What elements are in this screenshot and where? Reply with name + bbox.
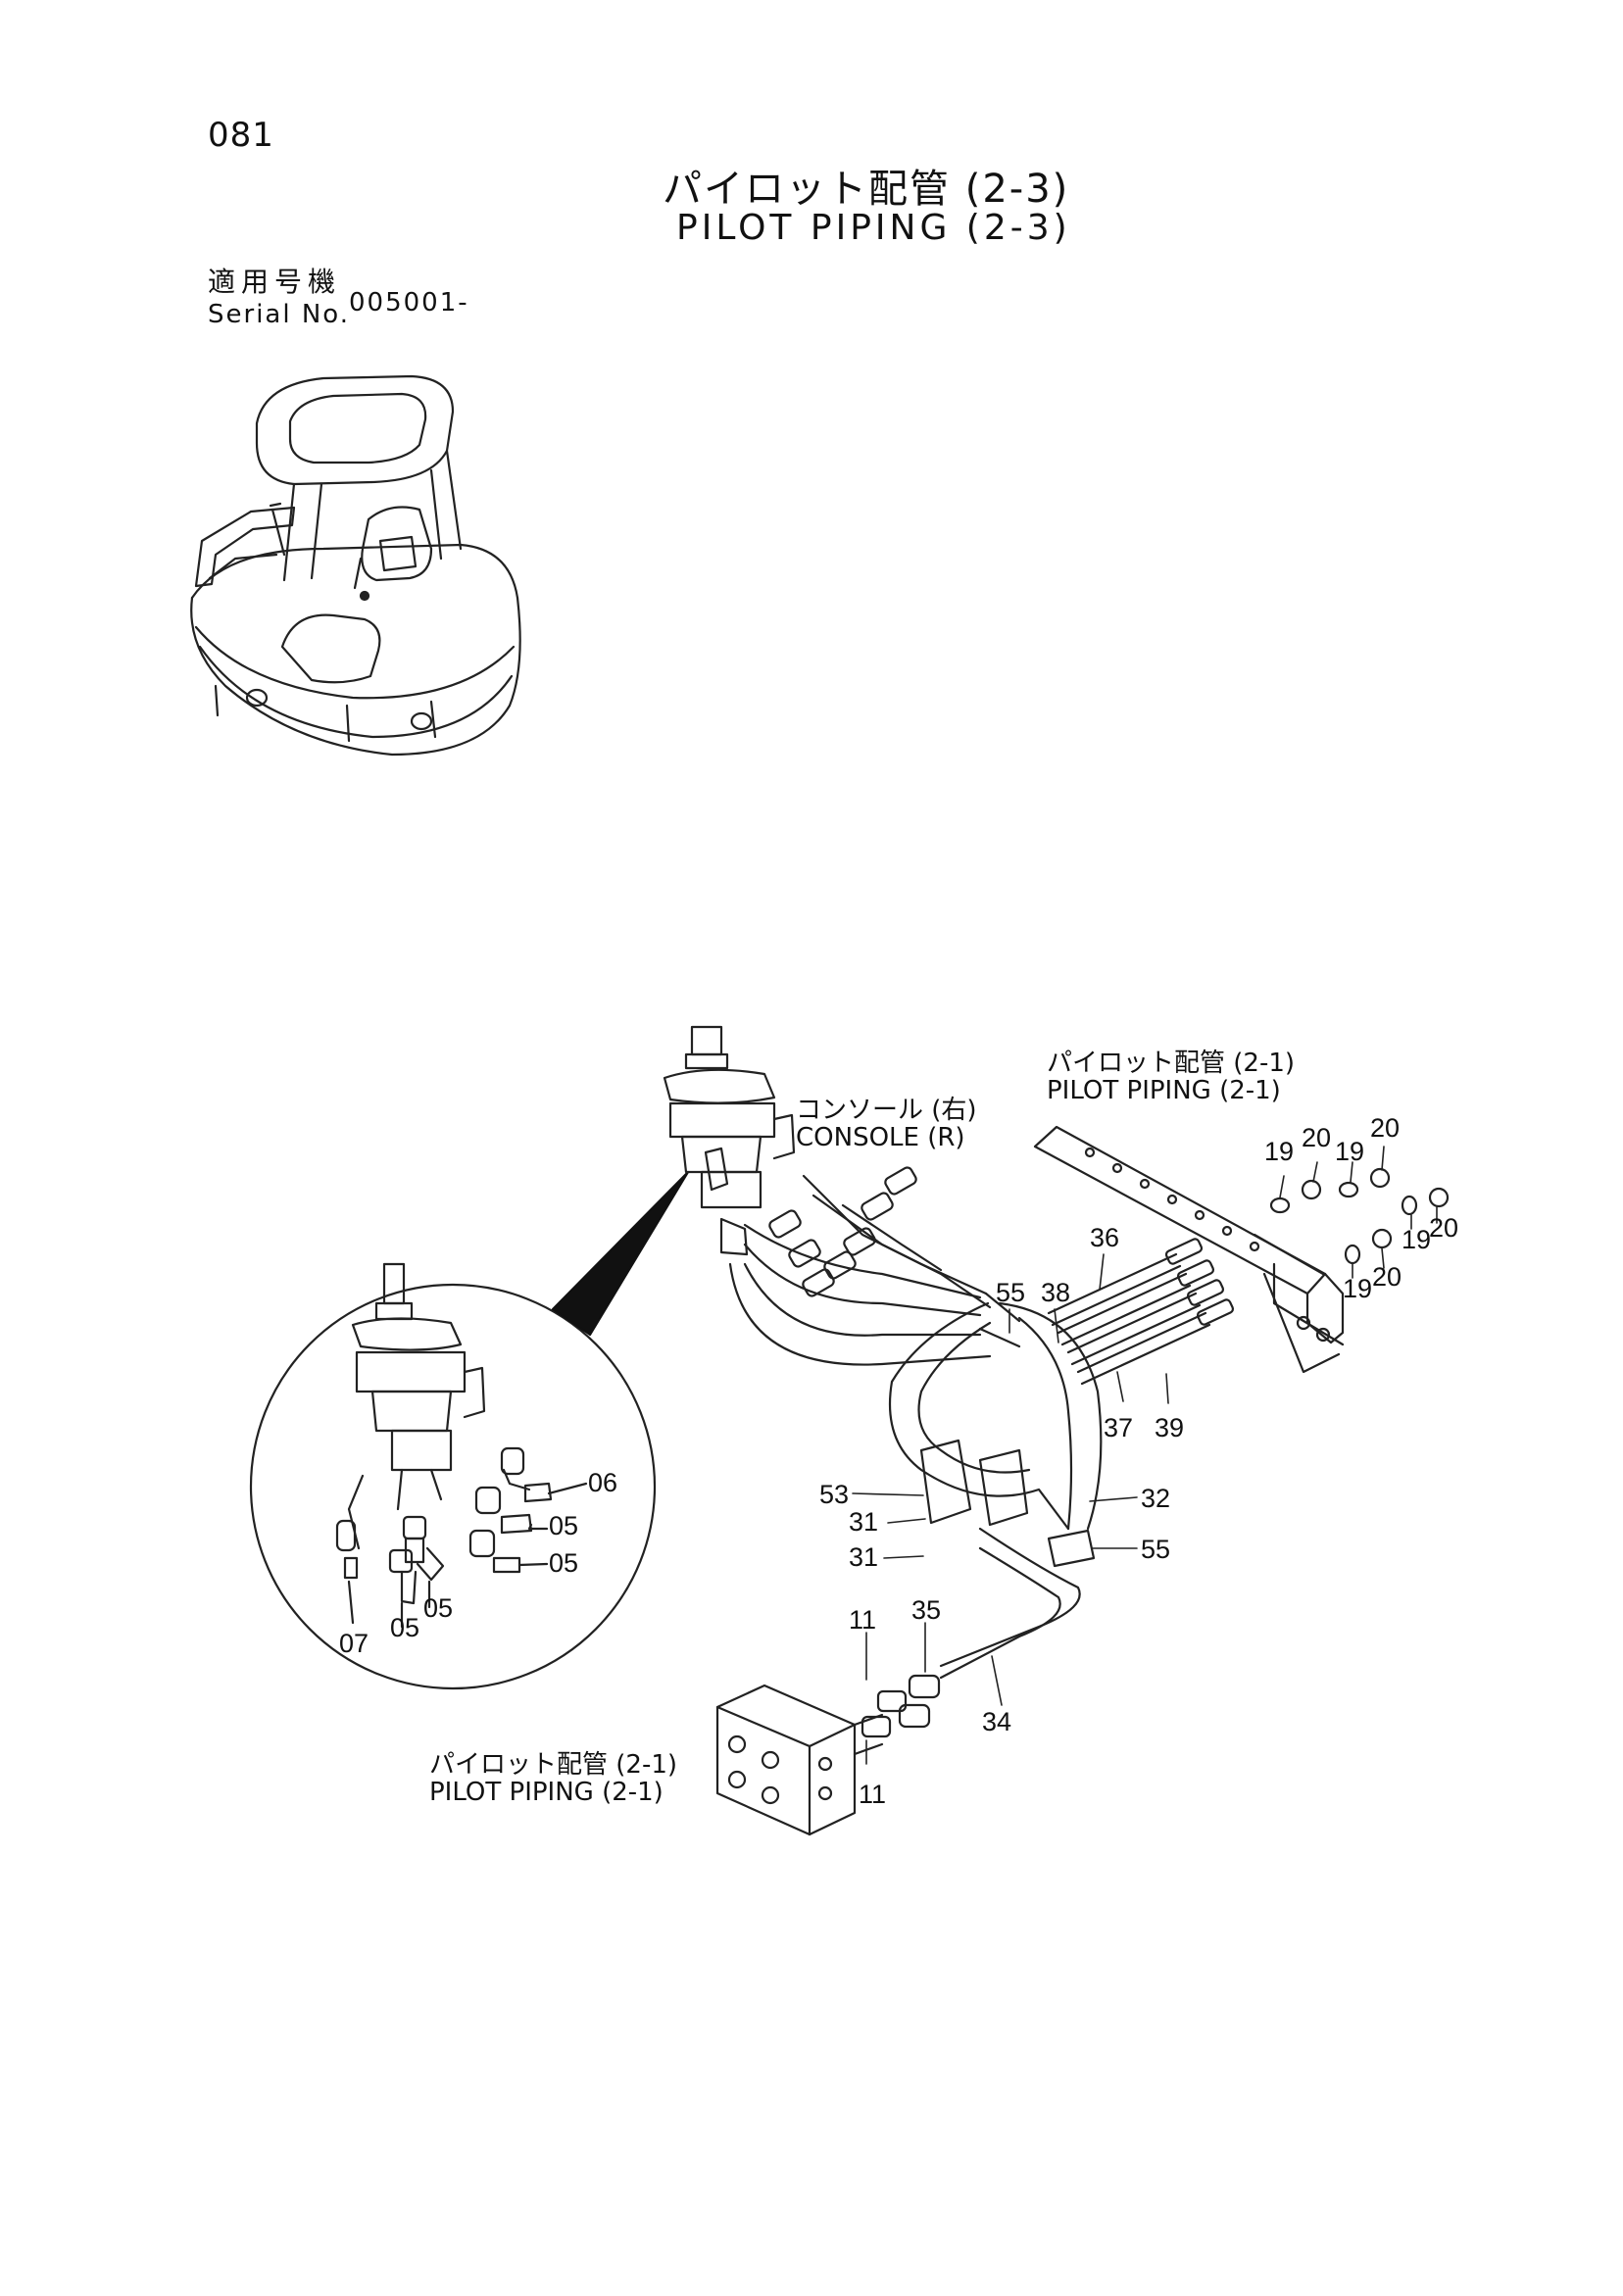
serial-label: Serial No.: [208, 300, 350, 329]
part-label-19: 19: [1335, 1137, 1364, 1166]
page-title: PILOT PIPING (2-3): [676, 208, 1071, 248]
part-label-36: 36: [1090, 1223, 1119, 1252]
detail-part-label-05: 05: [423, 1593, 453, 1623]
part-label-55: 55: [996, 1278, 1025, 1307]
part-label-20: 20: [1370, 1113, 1400, 1143]
detail-part-label-07: 07: [339, 1629, 369, 1658]
ref-console-en: CONSOLE (R): [796, 1123, 965, 1152]
detail-part-label-05: 05: [549, 1548, 578, 1578]
ref-bottom-left-jp: パイロット配管 (2-1): [429, 1750, 678, 1780]
part-label-34: 34: [982, 1707, 1011, 1736]
detail-part-label-05: 05: [390, 1613, 419, 1642]
part-label-20: 20: [1429, 1213, 1458, 1243]
console-pilot-valve: [663, 1025, 796, 1256]
serial-label-japanese: 適用号機: [208, 266, 342, 298]
part-label-39: 39: [1155, 1413, 1184, 1442]
ref-top-right-en: PILOT PIPING (2-1): [1047, 1076, 1281, 1105]
part-label-19: 19: [1264, 1137, 1294, 1166]
part-label-19: 19: [1402, 1225, 1431, 1254]
detail-view-circle: [249, 1170, 690, 1690]
ref-top-right-jp: パイロット配管 (2-1): [1047, 1049, 1296, 1078]
page-number: 081: [208, 116, 274, 155]
ref-bottom-left-en: PILOT PIPING (2-1): [429, 1778, 664, 1807]
mounting-bracket: [1033, 1125, 1450, 1374]
serial-value: 005001-: [349, 288, 469, 318]
detail-part-label-06: 06: [588, 1468, 617, 1497]
part-label-37: 37: [1104, 1413, 1133, 1442]
leader-lines: [852, 1146, 1438, 1765]
part-label-20: 20: [1372, 1262, 1402, 1292]
part-label-19: 19: [1343, 1274, 1372, 1303]
part-label-31: 31: [849, 1542, 878, 1572]
part-label-11: 11: [849, 1605, 876, 1635]
part-label-53: 53: [819, 1480, 849, 1509]
part-label-55: 55: [1141, 1535, 1170, 1564]
page-title-japanese: パイロット配管 (2-3): [663, 167, 1070, 212]
machine-overview-sketch: [190, 374, 521, 757]
part-label-31: 31: [849, 1507, 878, 1537]
part-label-35: 35: [911, 1595, 941, 1625]
part-label-20: 20: [1302, 1123, 1331, 1152]
part-label-11: 11: [859, 1780, 886, 1809]
ref-console-jp: コンソール (右): [796, 1096, 977, 1125]
detail-part-label-05: 05: [549, 1511, 578, 1540]
hose-bundle: [728, 1166, 1235, 1680]
part-label-38: 38: [1041, 1278, 1070, 1307]
bottom-valve-block: [715, 1674, 941, 1836]
part-label-32: 32: [1141, 1484, 1170, 1513]
